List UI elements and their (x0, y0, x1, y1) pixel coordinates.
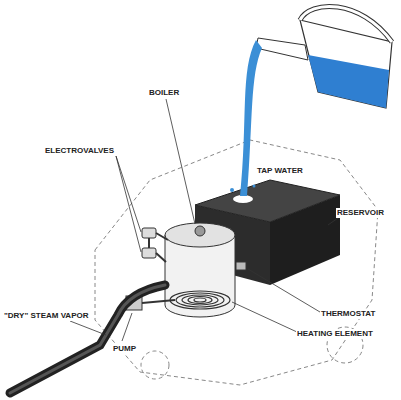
steam-hose (10, 285, 165, 393)
water-drop (230, 188, 234, 192)
body-outline (95, 140, 378, 385)
water-drop (253, 185, 256, 188)
can-handle (300, 6, 392, 42)
part-label: TAP WATER (256, 166, 304, 176)
steam-hose-highlight (10, 285, 165, 393)
heating-coil (170, 291, 230, 309)
leader-lines (70, 99, 338, 341)
part-label: PUMP (112, 344, 137, 354)
can-spout (256, 38, 308, 60)
can-water (308, 55, 389, 108)
electrovalve (142, 228, 156, 238)
part-label: HEATING ELEMENT (296, 329, 374, 339)
electrovalve (142, 248, 156, 258)
fill-opening (233, 195, 253, 203)
pipe (149, 233, 168, 262)
thermostat-part (236, 262, 246, 270)
watering-can (300, 20, 392, 108)
part-label: ELECTROVALVES (44, 146, 115, 156)
boiler-top (165, 223, 235, 247)
part-label: RESERVOIR (336, 208, 385, 218)
pipe (142, 300, 175, 303)
boiler-valve (195, 226, 205, 236)
reservoir-top (195, 180, 340, 222)
can-handle (300, 6, 392, 42)
part-label: "DRY" STEAM VAPOR (3, 311, 89, 321)
part-label: BOILER (148, 88, 180, 98)
wheel (141, 351, 169, 379)
part-label: THERMOSTAT (320, 309, 376, 319)
